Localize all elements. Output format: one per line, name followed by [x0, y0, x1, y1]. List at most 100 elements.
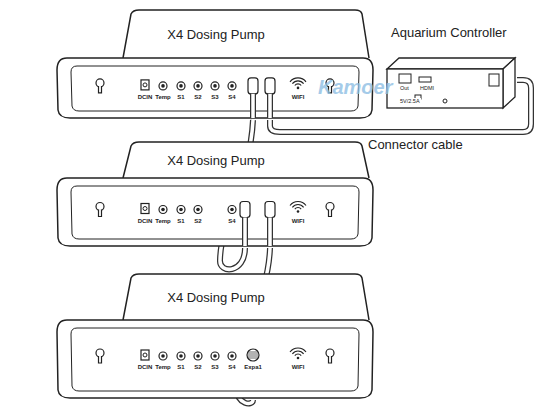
sensor-port — [179, 208, 183, 212]
sensor-port — [161, 84, 165, 88]
pump-body — [57, 178, 373, 246]
port-label: Temp — [154, 218, 172, 225]
cable-stub — [251, 94, 255, 118]
sensor-port — [196, 208, 200, 212]
dc-jack — [141, 204, 149, 214]
port-label: DCIN — [137, 94, 154, 101]
dc-jack — [141, 80, 149, 90]
sensor-port — [177, 82, 185, 90]
port-label: WIFI — [291, 364, 306, 371]
led — [443, 99, 447, 103]
sensor-port — [211, 82, 219, 90]
wifi-icon — [292, 205, 303, 208]
port-label: DCIN — [137, 218, 154, 225]
port-label: DCIN — [137, 364, 154, 371]
cable-label: Connector cable — [366, 137, 465, 152]
pump-title: X4 Dosing Pump — [167, 28, 265, 42]
sensor-port — [177, 352, 185, 360]
cable-stub — [267, 218, 273, 247]
keyhole — [99, 210, 102, 217]
watermark: Kamoer — [318, 76, 392, 99]
hdmi-port — [419, 77, 431, 82]
port-label: WIFI — [291, 94, 306, 101]
sensor-port — [161, 208, 165, 212]
out-port — [399, 74, 411, 83]
keyhole — [96, 203, 104, 211]
port-label: HDMI — [419, 85, 435, 91]
cable-stub — [268, 218, 272, 247]
dc-jack — [143, 207, 147, 211]
port-label: S1 — [176, 94, 185, 101]
front-panel — [71, 66, 359, 111]
wifi-icon — [292, 81, 303, 84]
port-label: S4 — [227, 218, 236, 225]
sensor-port — [179, 354, 183, 358]
cable-plug — [265, 202, 275, 218]
wifi-icon — [290, 348, 306, 352]
sensor-port — [194, 82, 202, 90]
sensor-port — [213, 84, 217, 88]
sensor-port — [177, 206, 185, 214]
port-label: S3 — [210, 364, 219, 371]
sensor-port — [230, 84, 234, 88]
sensor-port — [228, 82, 236, 90]
wifi-icon — [297, 357, 300, 360]
port-label: WIFI — [291, 218, 306, 225]
controller-heading: Aquarium Controller — [391, 26, 507, 40]
port-label: S4 — [227, 94, 236, 101]
pump-body — [57, 320, 373, 398]
dosing-pump: X4 Dosing PumpDCINTempS1S2S3S4Expa1WIFI — [55, 272, 375, 400]
dosing-pump: X4 Dosing PumpDCINTempS1S2S4WIFI — [55, 140, 375, 248]
controller-top — [387, 58, 515, 69]
sensor-port — [196, 354, 200, 358]
sensor-port — [179, 84, 183, 88]
keyhole — [326, 203, 334, 211]
port-label: S2 — [193, 94, 202, 101]
port-label: Expa1 — [243, 364, 263, 371]
port-label: Temp — [154, 94, 172, 101]
cable-plug — [265, 78, 275, 94]
port-label: Temp — [154, 364, 172, 371]
expansion-port — [249, 351, 250, 359]
pump-title: X4 Dosing Pump — [167, 154, 265, 168]
cable-stub — [267, 94, 273, 118]
sensor-port — [161, 354, 165, 358]
pump-outline — [55, 8, 375, 120]
wifi-icon — [297, 210, 300, 213]
port-label: Out — [399, 85, 410, 91]
wifi-icon — [290, 202, 306, 206]
wifi-icon — [290, 78, 306, 82]
front-panel — [71, 186, 359, 239]
keyhole — [99, 356, 102, 363]
keyhole — [326, 349, 334, 357]
wifi-icon — [295, 208, 301, 210]
cable-stub — [242, 218, 248, 247]
keyhole — [99, 86, 102, 93]
sensor-port — [159, 352, 167, 360]
wifi-icon — [295, 354, 301, 356]
sensor-port — [159, 82, 167, 90]
sensor-port — [194, 206, 202, 214]
pump-top — [123, 10, 369, 58]
pump-title: X4 Dosing Pump — [167, 291, 265, 305]
port-label: S2 — [193, 364, 202, 371]
expansion-port — [251, 351, 252, 359]
keyhole — [96, 349, 104, 357]
keyhole — [329, 356, 332, 363]
controller-front — [387, 69, 503, 108]
cable-stub — [250, 94, 256, 118]
pump-top — [123, 274, 369, 320]
expansion-port — [247, 349, 259, 361]
dc-jack — [141, 350, 149, 360]
keyhole — [96, 79, 104, 87]
port-label: 5V/2.5A — [399, 98, 421, 104]
sensor-port — [230, 208, 234, 212]
dc-jack — [143, 83, 147, 87]
wifi-icon — [295, 84, 301, 86]
sensor-port — [194, 352, 202, 360]
expansion-port — [257, 351, 258, 359]
port-label: S4 — [227, 364, 236, 371]
cable-port — [489, 74, 499, 86]
expansion-port — [255, 351, 256, 359]
